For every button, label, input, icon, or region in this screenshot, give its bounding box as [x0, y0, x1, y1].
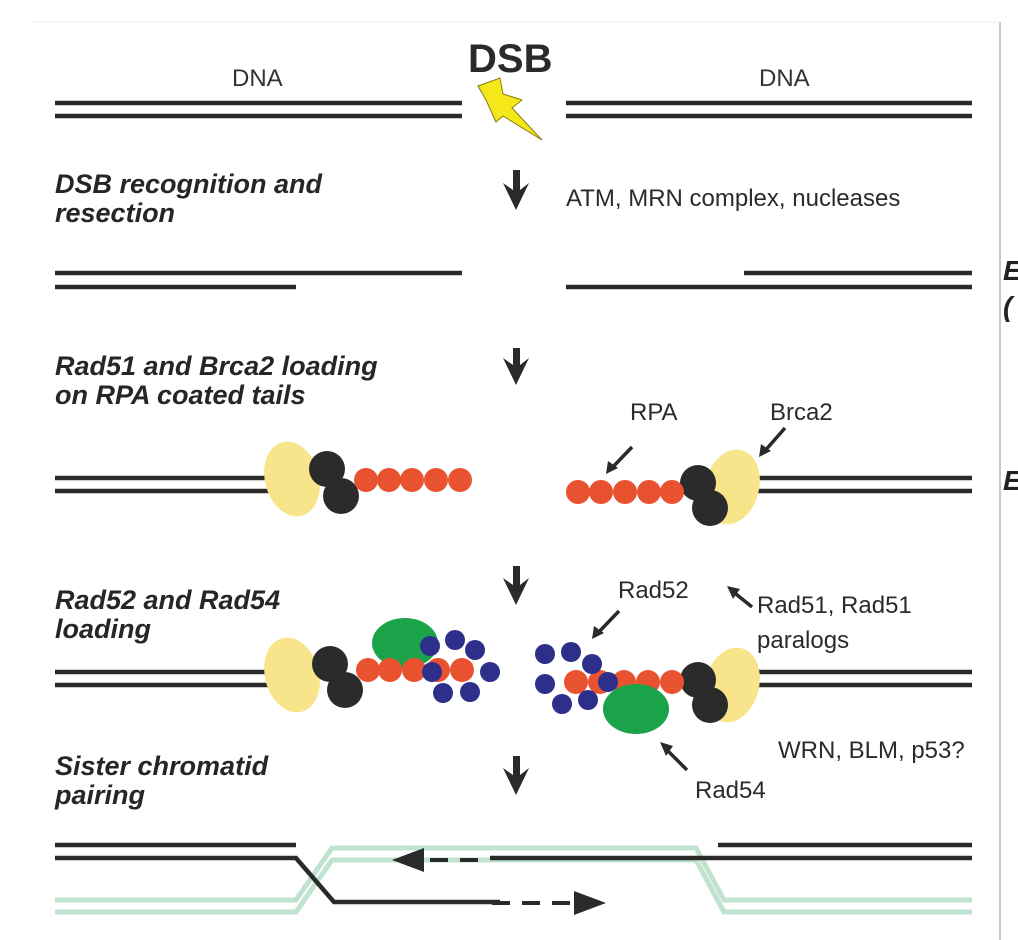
step-title-rad51-brca2-loading: Rad51 and Brca2 loading on RPA coated ta… [55, 351, 378, 411]
resected-dna-right [566, 270, 972, 290]
brca2-protein-left [264, 441, 320, 517]
rpa-chain-right [566, 480, 684, 504]
dna-row5-strands [55, 842, 972, 905]
synthesis-arrowhead-left-icon [392, 848, 424, 872]
dna-label-right: DNA [759, 65, 810, 92]
rpa-pointer-arrowhead-icon [606, 461, 618, 474]
rad51-protein-left [309, 451, 345, 487]
brca2-protein-left [264, 637, 320, 713]
sister-chromatid-strand [55, 857, 972, 915]
rad52-cluster-right [535, 642, 618, 714]
rad52-cluster-left [420, 630, 500, 703]
down-arrow-icon [503, 756, 529, 795]
cropped-text-fragment: E [1003, 465, 1018, 496]
dna-row4-right [740, 669, 972, 688]
rad51-pointer-arrowhead-icon [727, 586, 740, 599]
rad54-label: Rad54 [695, 777, 766, 804]
atm-mrn-label: ATM, MRN complex, nucleases [566, 185, 901, 212]
rad51-protein-right [692, 687, 728, 723]
rad51-protein-right [692, 490, 728, 526]
rpa-label: RPA [630, 399, 678, 426]
brca2-pointer-arrowhead-icon [759, 444, 771, 457]
wrn-blm-p53-label: WRN, BLM, p53? [778, 737, 965, 764]
dna-row3-right [740, 475, 972, 494]
dna-left-strand [55, 100, 462, 119]
rad52-label: Rad52 [618, 577, 689, 604]
rad51-protein-left [312, 646, 348, 682]
cropped-text-fragment: ( [1003, 291, 1013, 322]
step-title-rad52-rad54-loading: Rad52 and Rad54 loading [55, 585, 281, 645]
step-title-sister-chromatid-pairing: Sister chromatid pairing [55, 751, 269, 811]
sister-chromatid-strand [55, 845, 972, 903]
dna-label-left: DNA [232, 65, 283, 92]
rpa-chain-left [356, 658, 474, 682]
dna-row4-left [55, 669, 290, 688]
synthesis-arrowhead-right-icon [574, 891, 606, 915]
brca2-label: Brca2 [770, 399, 833, 426]
rad54-protein-right [603, 684, 669, 734]
rad54-pointer-arrowhead-icon [660, 742, 673, 756]
rpa-chain-left [354, 468, 472, 492]
rad54-protein-left [372, 618, 438, 668]
resected-dna-left [55, 270, 462, 290]
down-arrow-icon [503, 566, 529, 605]
down-arrow-icon [503, 170, 529, 210]
dsb-title: DSB [468, 37, 553, 81]
cropped-text-fragment: E [1003, 255, 1018, 286]
rad51-paralogs-label: Rad51, Rad51 paralogs [757, 592, 912, 654]
lightning-bolt-icon [477, 77, 543, 141]
dna-right-strand [566, 100, 972, 119]
step-title-dsb-recognition: DSB recognition and resection [55, 169, 323, 229]
rad52-pointer-arrowhead-icon [592, 626, 604, 639]
dna-row3-left [55, 475, 290, 494]
rad51-protein-left [327, 672, 363, 708]
rad51-protein-left [323, 478, 359, 514]
down-arrow-icon [503, 348, 529, 385]
